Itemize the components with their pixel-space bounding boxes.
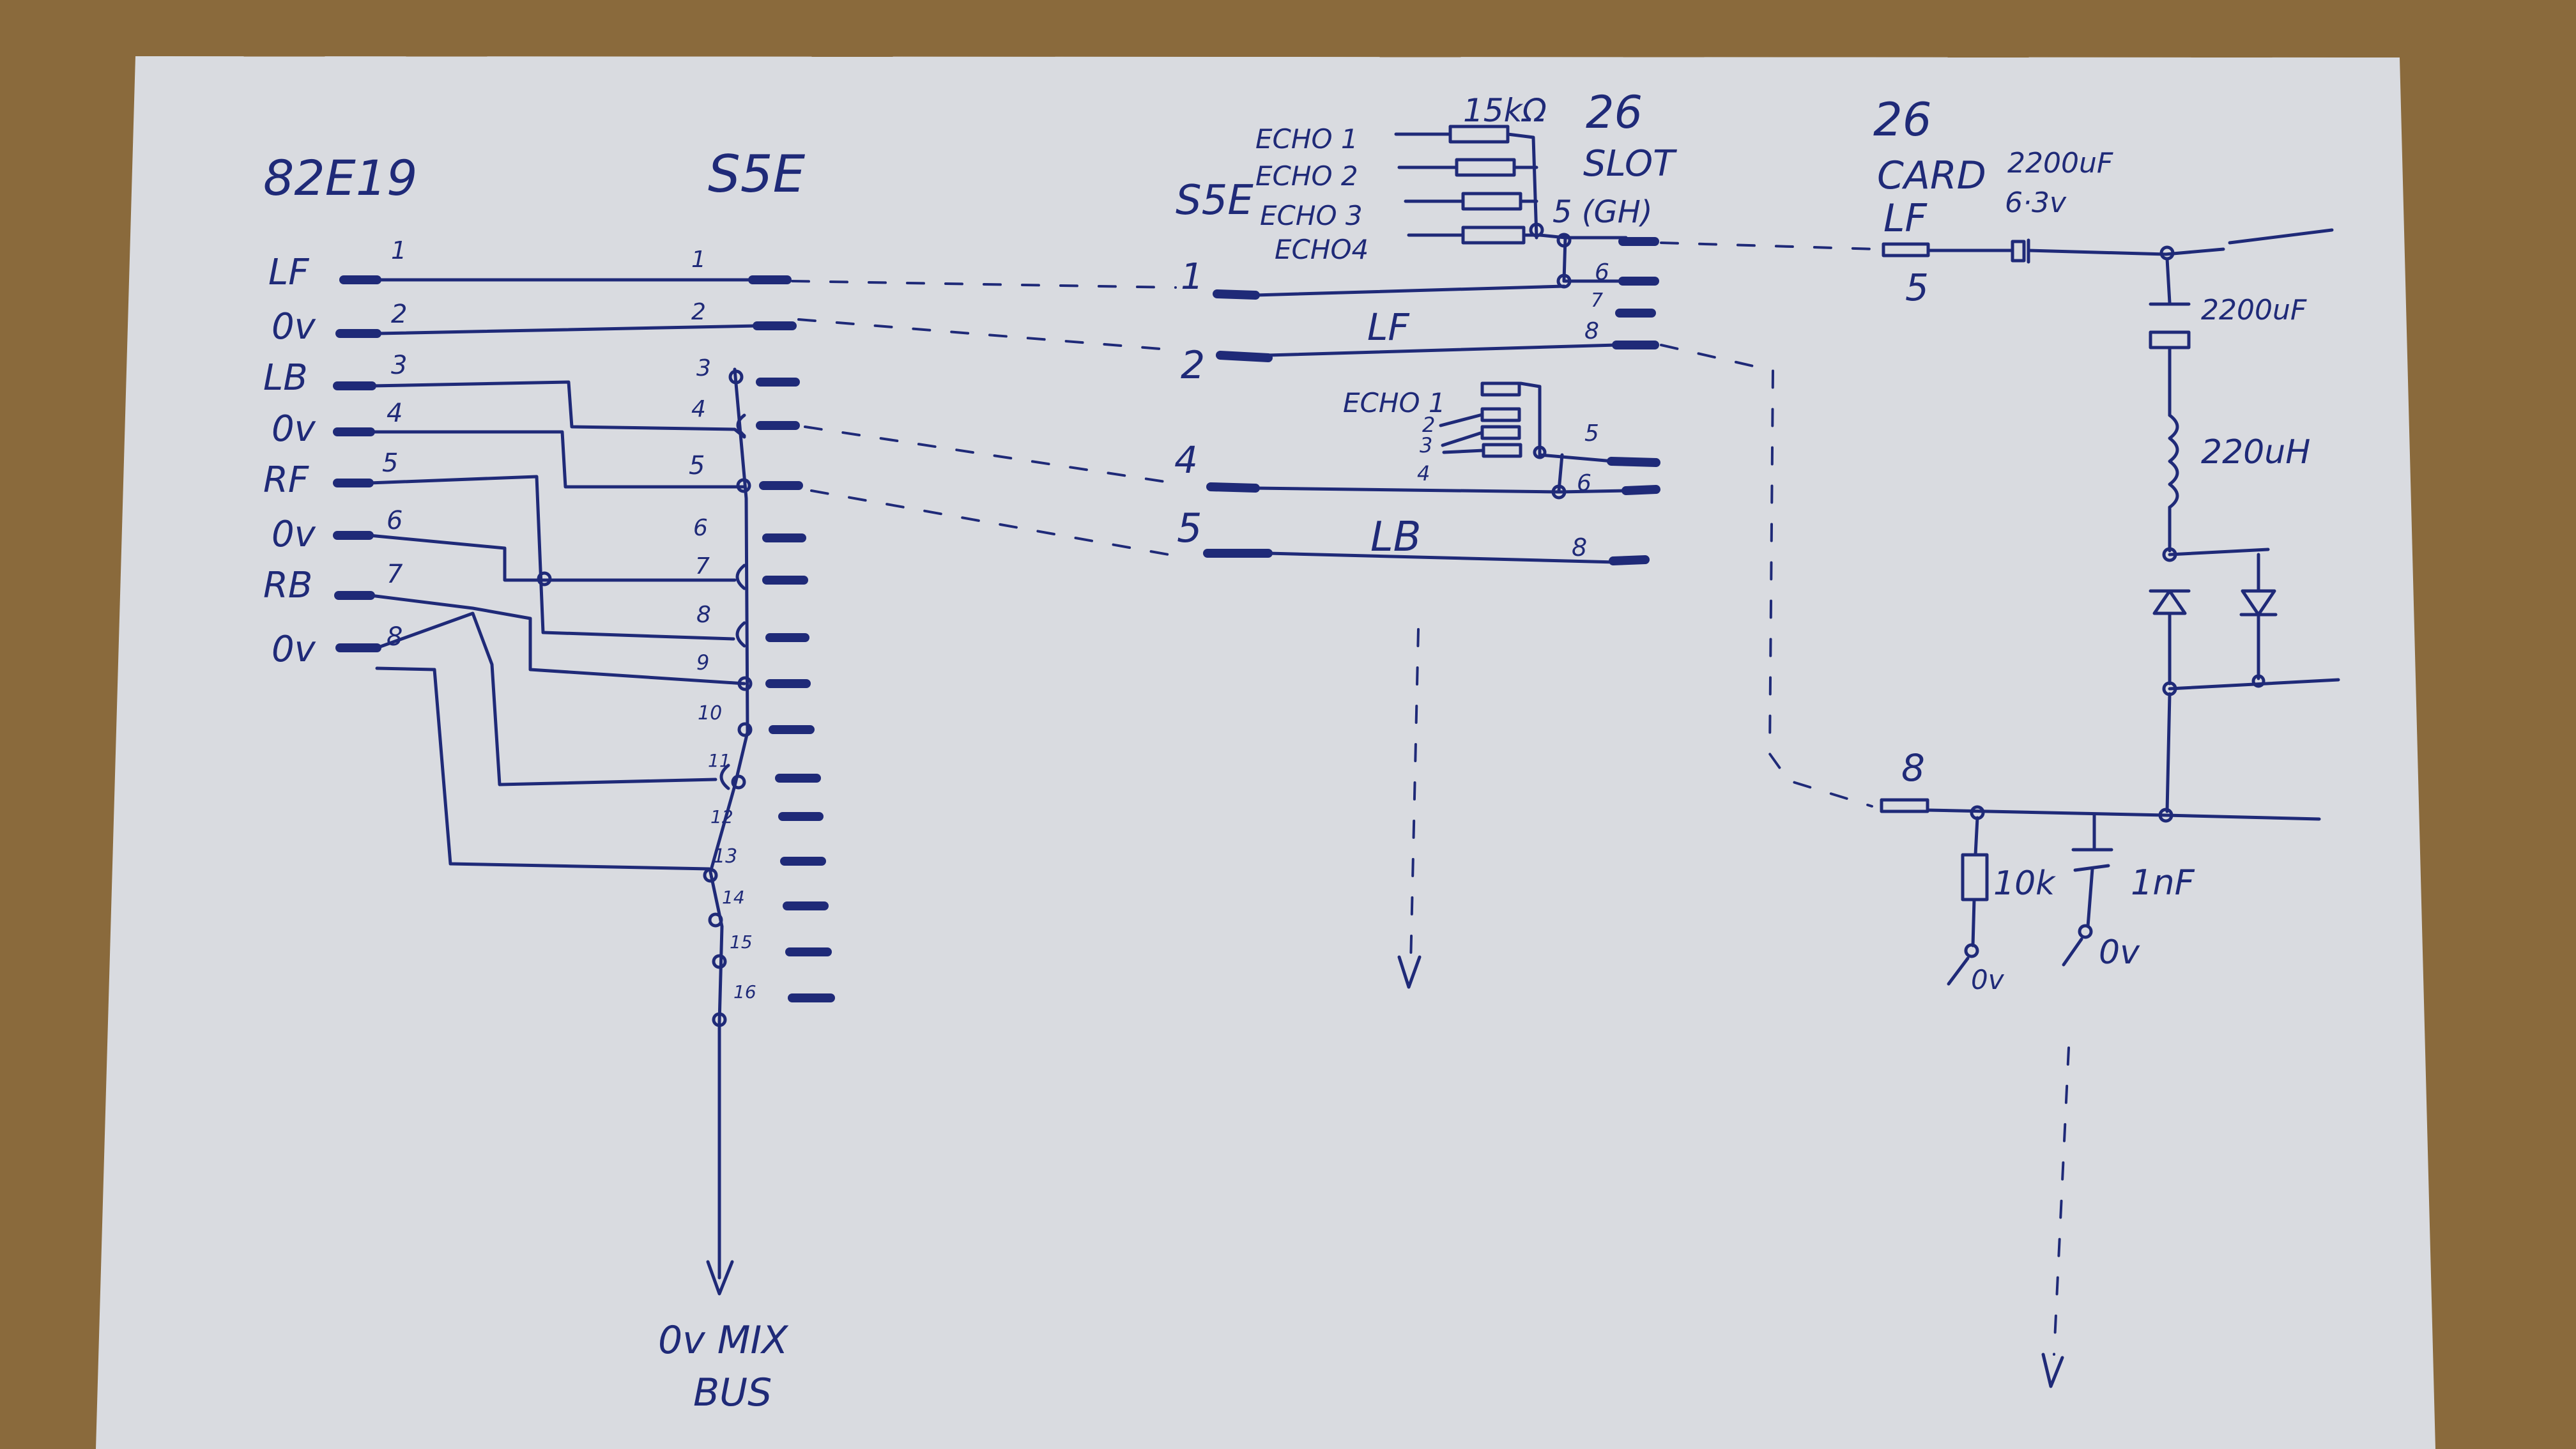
label-rb: RB — [263, 565, 312, 606]
label-rf: RF — [263, 459, 309, 501]
s5e-num-9: 9 — [696, 650, 709, 675]
pin-num-7: 7 — [387, 560, 403, 589]
lf-middle: LF — [1367, 305, 1410, 349]
s5e-num-8: 8 — [696, 602, 711, 628]
gnd-0v-2: 0v — [2099, 933, 2140, 972]
mid-pin-5: 5 — [1584, 420, 1599, 447]
label-0v-2: 0v — [272, 408, 316, 450]
cap1-value: 2200uF — [2007, 147, 2113, 180]
s5e-num-6: 6 — [693, 515, 708, 541]
label-0v-4: 0v — [272, 629, 316, 670]
echo-1-top: ECHO 1 — [1255, 123, 1358, 155]
row-1: 1 — [1181, 256, 1204, 298]
pin-num-6: 6 — [387, 506, 402, 535]
pin-num-3: 3 — [391, 351, 407, 380]
echo-mid-3: 3 — [1420, 433, 1432, 457]
title-card: CARD — [1877, 153, 1986, 198]
pin-7-top: 7 — [1591, 289, 1603, 312]
label-0v-1: 0v — [272, 306, 316, 348]
left-section: 82E19 S5E LF 0v LB 0v RF 0v RB 0v 1 2 3 … — [263, 144, 835, 1415]
echo-1-mid: ECHO 1 — [1343, 387, 1446, 418]
slot-pin-5: 5 (GH) — [1552, 194, 1653, 230]
res-10k: 10k — [1993, 864, 2056, 903]
mid-pin-8: 8 — [1572, 533, 1587, 562]
lb-middle: LB — [1370, 514, 1422, 561]
pin-num-5: 5 — [382, 448, 398, 478]
mid-pin-6: 6 — [1577, 470, 1591, 496]
dashed-link-0v — [797, 318, 1177, 351]
row-4: 4 — [1174, 438, 1198, 482]
row-2: 2 — [1181, 343, 1205, 388]
s5e-num-5: 5 — [689, 451, 705, 480]
s5e-num-4: 4 — [691, 396, 706, 422]
gnd-0v-1: 0v — [1971, 964, 2005, 995]
echo-2-top: ECHO 2 — [1255, 160, 1358, 192]
cap1-voltage: 6·3v — [2005, 187, 2067, 219]
label-0v-3: 0v — [272, 514, 316, 555]
pin-num-2: 2 — [391, 300, 407, 329]
s5e-num-1: 1 — [691, 247, 706, 273]
title-lf-right: LF — [1883, 196, 1928, 241]
pin-num-1: 1 — [391, 236, 406, 264]
resistor-15k: 15kΩ — [1463, 92, 1547, 129]
pin-num-4: 4 — [387, 399, 402, 428]
bus-label-line1: 0v MIX — [658, 1318, 789, 1363]
title-26-middle: 26 — [1586, 86, 1643, 139]
pin-num-8: 8 — [387, 622, 402, 652]
right-pin-8: 8 — [1901, 746, 1925, 790]
title-26-right: 26 — [1873, 93, 1932, 146]
label-lf: LF — [268, 252, 309, 293]
s5e-num-3: 3 — [696, 355, 711, 381]
s5e-num-16: 16 — [733, 981, 756, 1002]
title-82e19: 82E19 — [263, 150, 417, 206]
inductor-value: 220uH — [2201, 433, 2310, 471]
middle-section: S5E 15kΩ 26 SLOT ECHO 1 ECHO 2 ECHO 3 EC… — [1174, 86, 1677, 989]
bus-label-line2: BUS — [693, 1370, 772, 1415]
row-5: 5 — [1177, 505, 1202, 551]
echo-4-top: ECHO4 — [1275, 234, 1368, 265]
echo-3-top: ECHO 3 — [1260, 200, 1363, 231]
s5e-num-10: 10 — [698, 702, 722, 724]
dashed-link-lf — [791, 280, 1177, 289]
cap-1nf: 1nF — [2131, 862, 2195, 903]
title-s5e-middle: S5E — [1176, 177, 1254, 224]
title-s5e-left: S5E — [708, 144, 806, 204]
s5e-num-15: 15 — [730, 931, 753, 953]
dashed-link-5 — [810, 489, 1177, 557]
s5e-num-2: 2 — [691, 299, 706, 325]
pin-8-top: 8 — [1584, 318, 1599, 344]
right-section: 26 CARD LF 2200uF 6·3v 5 2200uF 220uH — [1873, 93, 2340, 1388]
pin-6-top: 6 — [1595, 259, 1609, 286]
s5e-num-7: 7 — [695, 553, 710, 579]
echo-mid-2: 2 — [1422, 413, 1435, 437]
right-pin-5: 5 — [1905, 266, 1929, 309]
dashed-link-4 — [804, 425, 1183, 486]
s5e-num-14: 14 — [722, 887, 745, 908]
label-lb: LB — [263, 357, 308, 399]
cap2-value: 2200uF — [2201, 294, 2307, 326]
s5e-num-12: 12 — [710, 806, 733, 827]
echo-mid-4: 4 — [1417, 461, 1430, 486]
title-slot: SLOT — [1583, 143, 1677, 185]
paper-sheet — [96, 56, 2435, 1449]
